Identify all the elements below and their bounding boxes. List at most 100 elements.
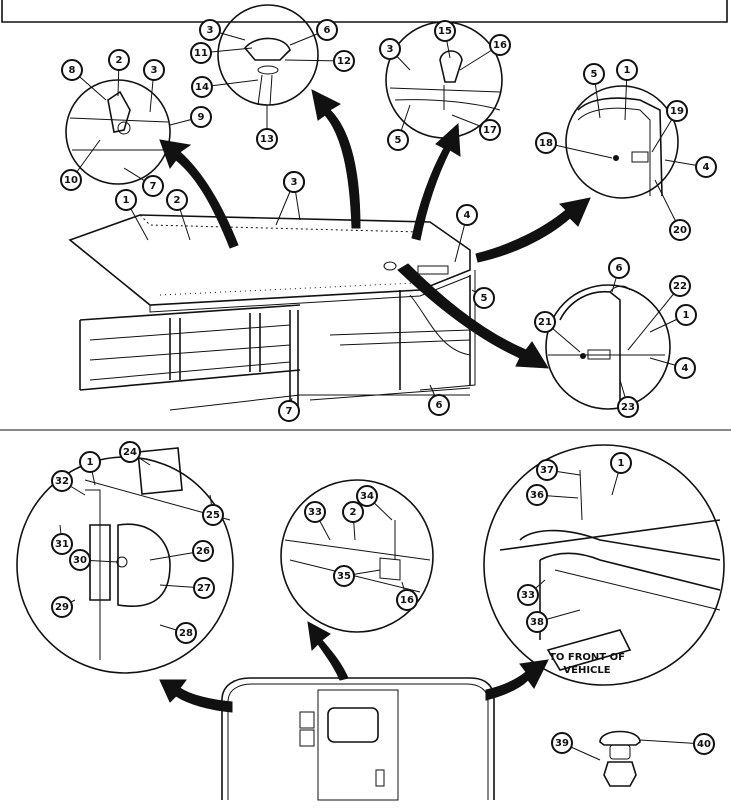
callout-number: 3 [207, 25, 214, 36]
detail-circle-2 [217, 4, 319, 106]
callout-c36: 36 [526, 484, 579, 506]
callout-c6a: 6 [428, 384, 450, 416]
callout-circle [674, 357, 696, 379]
leader-line [545, 142, 613, 159]
callout-number: 32 [55, 476, 69, 487]
callout-c6b: 6 [289, 19, 338, 46]
callout-circle [479, 119, 501, 141]
rear-panel-assembly [221, 677, 495, 801]
callout-circle [666, 100, 688, 122]
callout-c4b: 4 [664, 156, 717, 178]
callout-c2b: 2 [108, 49, 130, 97]
callout-circle [434, 20, 456, 42]
callout-number: 8 [69, 65, 76, 76]
callout-number: 37 [540, 465, 554, 476]
callout-c1b: 1 [616, 59, 638, 121]
callout-c33a: 33 [304, 501, 331, 541]
callout-c3b: 3 [275, 171, 305, 226]
callout-c26: 26 [149, 540, 214, 562]
callout-circle [51, 470, 73, 492]
callout-circle [526, 611, 548, 633]
callout-number: 2 [116, 55, 123, 66]
callout-circle [108, 49, 130, 71]
callout-circle [143, 59, 165, 81]
arrow-to-detail-5 [397, 263, 549, 369]
callout-c5a: 5 [471, 287, 495, 309]
front-text-line2: VEHICLE [563, 665, 610, 676]
callout-circle [333, 565, 355, 587]
callout-number: 16 [400, 595, 414, 606]
arrow-to-detail-1 [159, 139, 239, 249]
callout-c2c: 2 [342, 501, 364, 541]
callout-circle [51, 533, 73, 555]
callout-c40: 40 [639, 733, 715, 755]
callout-circle [166, 189, 188, 211]
callout-number: 40 [697, 739, 711, 750]
callout-number: 3 [291, 177, 298, 188]
callout-number: 20 [673, 225, 687, 236]
callout-c4c: 4 [649, 357, 696, 379]
callout-circle [356, 485, 378, 507]
callout-c32: 32 [51, 470, 86, 496]
callout-number: 29 [55, 602, 69, 613]
callout-circle [115, 189, 137, 211]
callout-c1a: 1 [115, 189, 149, 241]
callout-number: 25 [206, 510, 220, 521]
callout-circle [60, 169, 82, 191]
callout-circle [617, 396, 639, 418]
callout-number: 12 [337, 56, 351, 67]
callout-number: 5 [591, 69, 598, 80]
detail-circle-8 [483, 444, 725, 686]
callout-circle [51, 596, 73, 618]
callout-circle [191, 76, 213, 98]
callout-circle [175, 622, 197, 644]
callout-circle [333, 50, 355, 72]
callout-number: 33 [521, 590, 535, 601]
arrow-to-detail-3 [411, 122, 461, 241]
callout-number: 16 [493, 40, 507, 51]
callout-c17: 17 [451, 114, 501, 141]
callout-number: 6 [616, 263, 623, 274]
callout-c14: 14 [191, 76, 259, 98]
callout-circle [693, 733, 715, 755]
callout-number: 1 [87, 457, 94, 468]
callout-circle [79, 451, 101, 473]
callout-c8: 8 [61, 59, 107, 101]
cap-fitting [599, 730, 641, 787]
callout-number: 5 [395, 135, 402, 146]
callout-c24: 24 [119, 441, 151, 466]
arrow-to-detail-7 [307, 621, 349, 681]
callout-number: 14 [195, 82, 209, 93]
front-text-line1: TO FRONT OF [549, 652, 625, 663]
callout-circle [610, 452, 632, 474]
callout-circle [536, 459, 558, 481]
callout-c23: 23 [617, 379, 639, 418]
callout-circle [69, 549, 91, 571]
callout-number: 26 [196, 546, 210, 557]
callout-circle [316, 19, 338, 41]
callout-number: 36 [530, 490, 544, 501]
callout-circle [396, 589, 418, 611]
callout-c28: 28 [159, 622, 197, 644]
callout-c38: 38 [526, 609, 581, 633]
callout-c1e: 1 [610, 452, 632, 496]
callout-number: 35 [337, 571, 351, 582]
callout-c3d: 3 [199, 19, 246, 41]
callout-circle [489, 34, 511, 56]
callout-circle [616, 59, 638, 81]
callout-circle [304, 501, 326, 523]
callout-circle [534, 311, 556, 333]
callout-circle [669, 275, 691, 297]
callout-number: 3 [151, 65, 158, 76]
callout-number: 21 [538, 317, 552, 328]
callout-number: 4 [703, 162, 710, 173]
arrow-to-detail-2 [311, 89, 361, 229]
callout-number: 5 [481, 293, 488, 304]
callout-c9: 9 [169, 106, 212, 128]
callout-c35: 35 [333, 565, 381, 587]
callout-number: 1 [123, 195, 130, 206]
arrow-to-detail-4 [475, 197, 591, 263]
callout-c3e: 3 [379, 38, 411, 71]
callout-c21: 21 [534, 311, 581, 353]
